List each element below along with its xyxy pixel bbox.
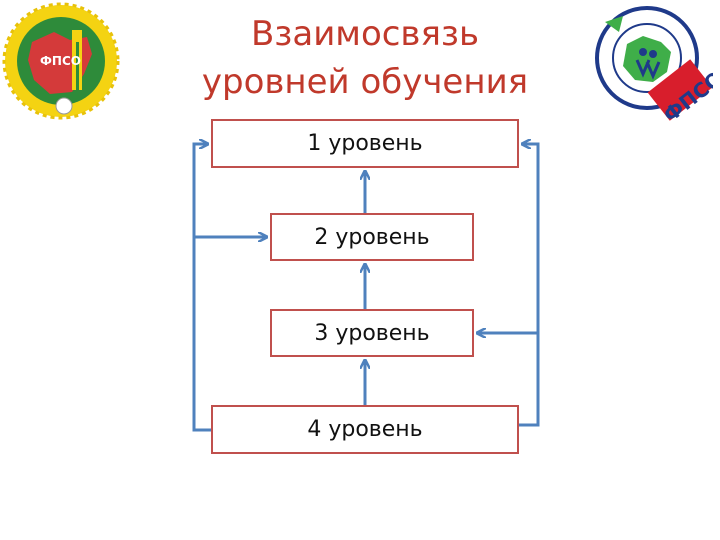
title-line-2: уровней обучения (201, 62, 529, 102)
level-3-label: 3 уровень (314, 320, 430, 346)
level-2-label: 2 уровень (314, 224, 430, 250)
fpso-left-logo: ФПСО (2, 2, 120, 120)
level-1-box: 1 уровень (211, 119, 519, 168)
arrow-right-4-to-1 (519, 144, 540, 427)
slide-title: Взаимосвязь уровней обучения (180, 10, 550, 106)
level-4-box: 4 уровень (211, 405, 519, 454)
title-line-1: Взаимосвязь (250, 14, 480, 54)
arrow-left-4-to-1 (192, 144, 211, 432)
left-logo-text: ФПСО (40, 54, 81, 68)
level-3-box: 3 уровень (270, 309, 474, 357)
fpso-right-logo: ФПСО (595, 6, 713, 122)
level-2-box: 2 уровень (270, 213, 474, 261)
level-1-label: 1 уровень (307, 131, 423, 156)
level-4-label: 4 уровень (307, 417, 423, 442)
